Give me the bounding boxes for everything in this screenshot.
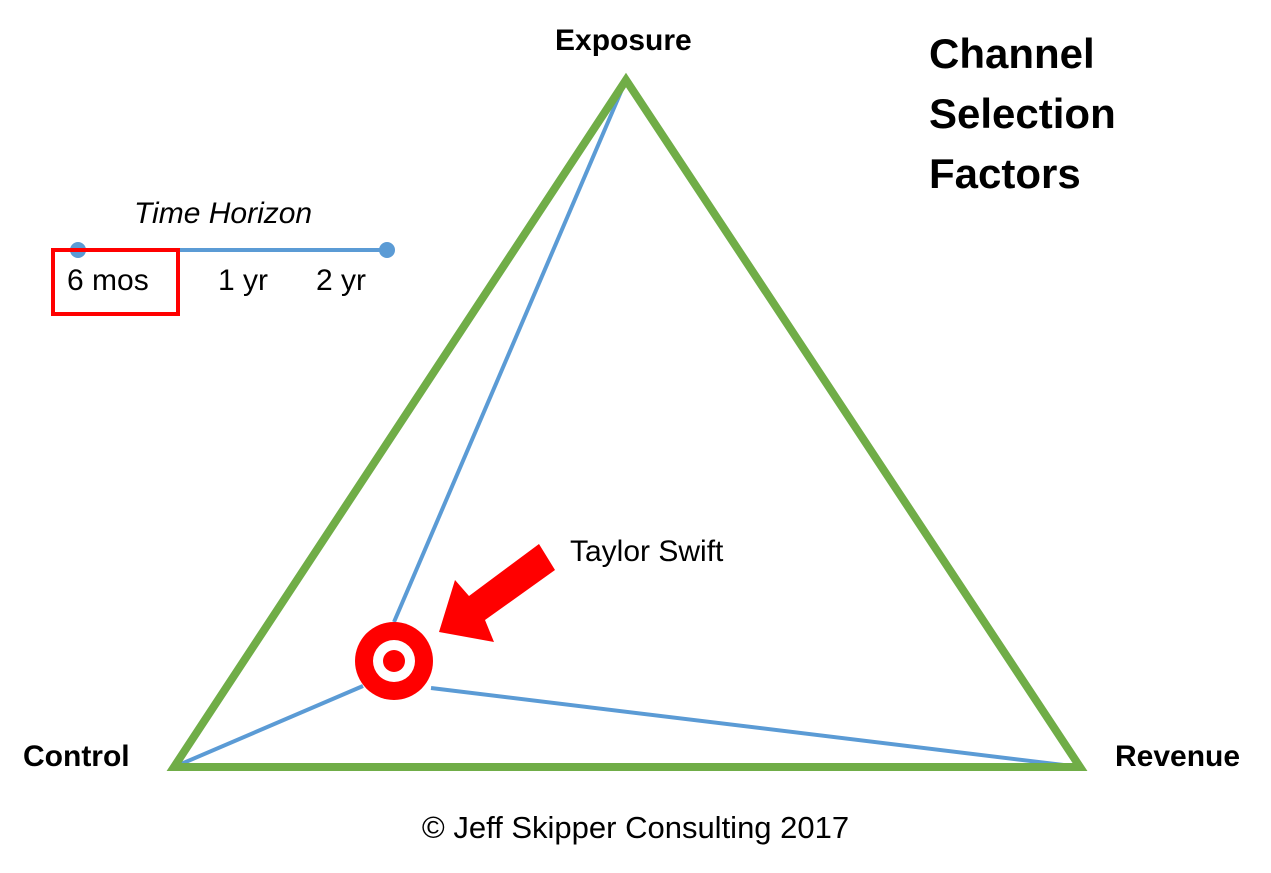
diagram-title: Channel Selection Factors (929, 24, 1116, 204)
title-line-1: Channel (929, 30, 1095, 77)
factors-triangle (166, 72, 1088, 771)
marker-label: Taylor Swift (570, 535, 724, 568)
vertex-label-exposure: Exposure (555, 24, 692, 57)
time-horizon-tick-1yr: 1 yr (218, 264, 269, 297)
target-marker-icon (355, 622, 433, 700)
time-horizon-selected-box (51, 248, 180, 316)
time-horizon-tick-6mos: 6 mos (67, 264, 149, 297)
time-horizon-title: Time Horizon (134, 197, 313, 230)
time-horizon-tick-2yr: 2 yr (316, 264, 367, 297)
line-to-control (173, 684, 364, 769)
line-to-revenue (430, 686, 1081, 769)
vertex-label-revenue: Revenue (1115, 740, 1241, 773)
vertex-label-control: Control (23, 740, 130, 773)
copyright-notice: © Jeff Skipper Consulting 2017 (421, 810, 850, 845)
title-line-2: Selection (929, 90, 1116, 137)
line-to-exposure (392, 79, 628, 623)
pointer-arrow-icon (439, 544, 555, 642)
time-horizon-end-dot (379, 242, 395, 258)
title-line-3: Factors (929, 150, 1081, 197)
